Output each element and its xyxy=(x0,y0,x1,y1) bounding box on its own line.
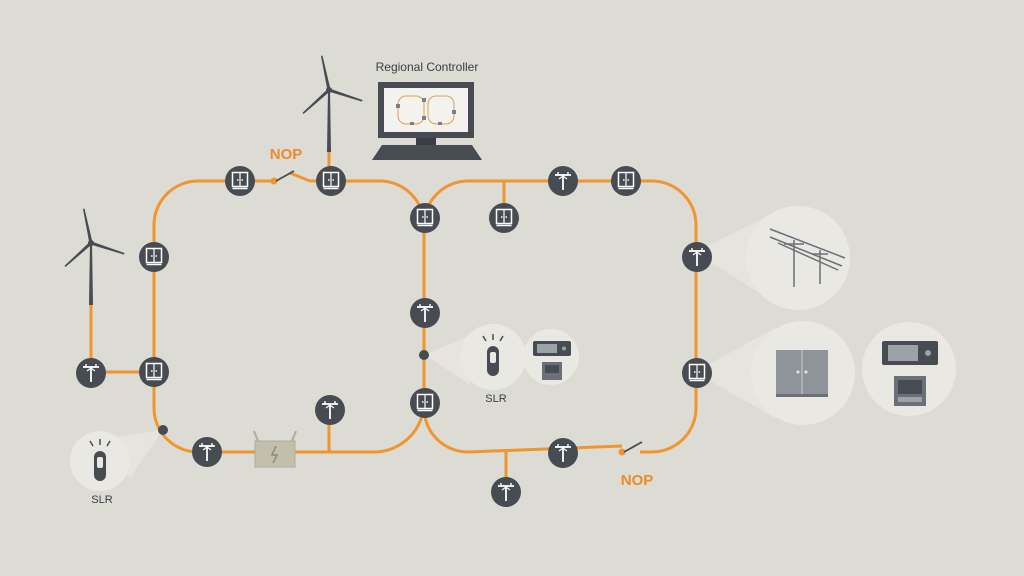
substation-cabinet-icon[interactable] xyxy=(409,387,441,419)
sensor-point-left[interactable] xyxy=(158,425,168,435)
utility-pole-icon[interactable] xyxy=(547,165,579,197)
cabinet-illustration-icon xyxy=(776,350,828,397)
nop-switch-top[interactable] xyxy=(270,170,295,185)
substation-cabinet-icon[interactable] xyxy=(138,241,170,273)
overhead-line-icon xyxy=(769,228,846,287)
nop-switch-bottom[interactable] xyxy=(618,441,643,456)
nop-label-bottom: NOP xyxy=(621,472,654,489)
controller-device-icon xyxy=(542,362,562,380)
substation-cabinet-icon[interactable] xyxy=(488,202,520,234)
wind-turbine-icon xyxy=(63,208,125,305)
monitor-icon xyxy=(533,341,571,356)
substation-cabinet-icon[interactable] xyxy=(681,357,713,389)
substation-cabinet-icon[interactable] xyxy=(138,356,170,388)
transformer-icon[interactable] xyxy=(253,430,297,468)
slr-label-left: SLR xyxy=(91,494,112,506)
substation-cabinet-icon[interactable] xyxy=(224,165,256,197)
utility-pole-icon[interactable] xyxy=(547,437,579,469)
utility-pole-icon[interactable] xyxy=(409,297,441,329)
feeder-lines xyxy=(89,150,698,492)
wind-turbine-icon xyxy=(301,55,363,152)
utility-pole-icon[interactable] xyxy=(314,394,346,426)
monitor-icon xyxy=(882,341,938,365)
regional-controller-label: Regional Controller xyxy=(376,60,479,74)
substation-cabinet-icon[interactable] xyxy=(409,202,441,234)
utility-pole-icon[interactable] xyxy=(681,241,713,273)
nop-label-top: NOP xyxy=(270,146,303,163)
utility-pole-icon[interactable] xyxy=(191,436,223,468)
sensor-point-mid[interactable] xyxy=(419,350,429,360)
substation-cabinet-icon[interactable] xyxy=(315,165,347,197)
controller-device-icon xyxy=(894,376,926,406)
substation-cabinet-icon[interactable] xyxy=(610,165,642,197)
utility-pole-icon[interactable] xyxy=(490,476,522,508)
slr-label-mid: SLR xyxy=(485,393,506,405)
utility-pole-icon[interactable] xyxy=(75,357,107,389)
overhead-line-callout xyxy=(746,206,850,310)
regional-controller-monitor[interactable] xyxy=(372,82,482,160)
